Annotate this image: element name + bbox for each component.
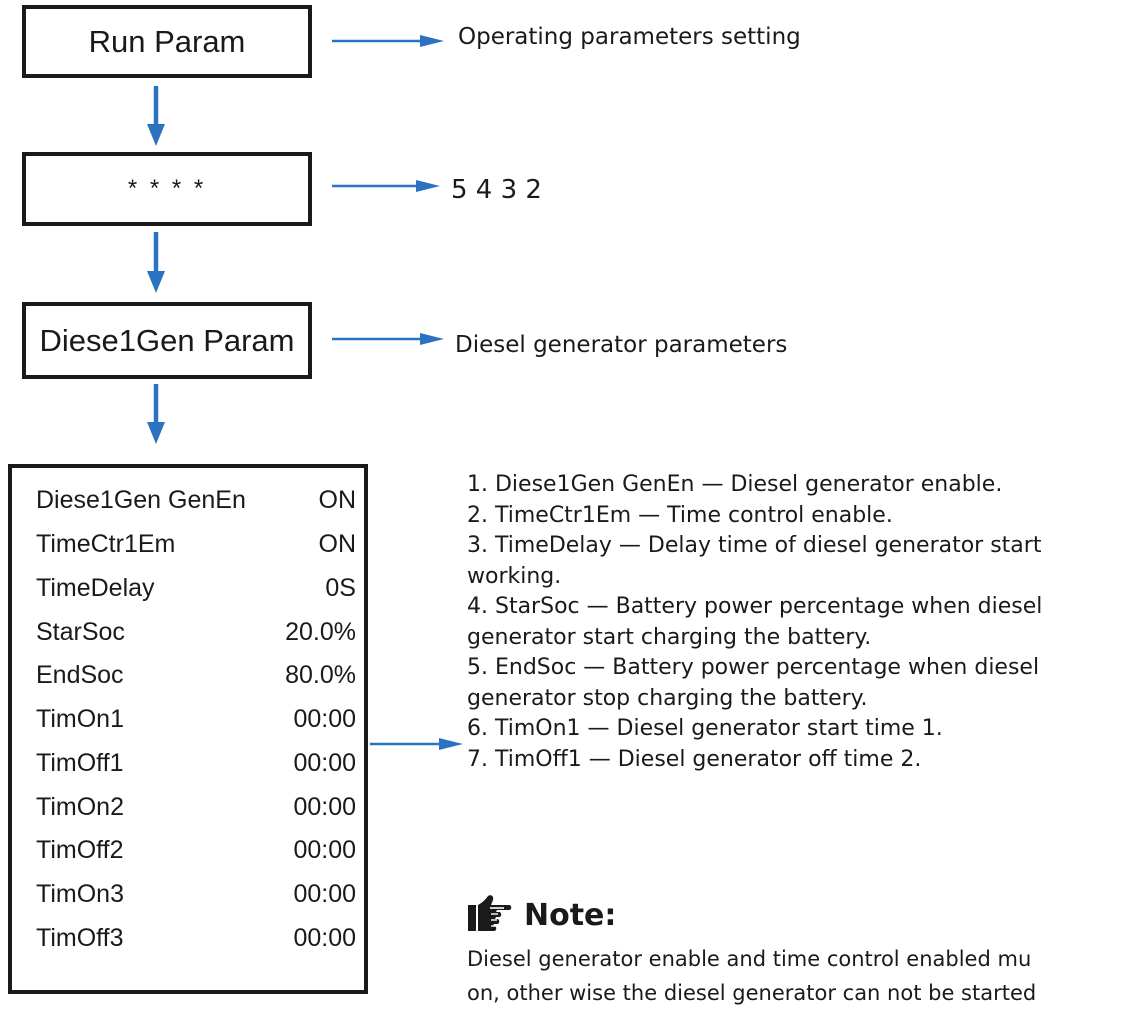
param-row: Diese1Gen GenEn ON xyxy=(36,486,356,526)
note-line: Diesel generator enable and time control… xyxy=(467,947,1032,971)
param-row: TimeCtr1Em ON xyxy=(36,530,356,570)
param-value: 00:00 xyxy=(293,924,356,952)
pointing-hand-icon xyxy=(468,895,512,931)
description-line: 7. TimOff1 — Diesel generator off time 2… xyxy=(467,746,922,772)
arrow-down-2-head xyxy=(147,271,165,293)
param-name: TimOff1 xyxy=(36,749,124,777)
param-name: TimOff2 xyxy=(36,836,124,864)
run-param-label: Operating parameters setting xyxy=(458,24,801,50)
param-value: 00:00 xyxy=(293,793,356,821)
arrow-down-3-head xyxy=(147,422,165,444)
run-param-text: Run Param xyxy=(88,23,246,59)
description-line: 4. StarSoc — Battery power percentage wh… xyxy=(467,594,1043,619)
param-row: TimOn1 00:00 xyxy=(36,705,356,745)
description-line: generator stop charging the battery. xyxy=(467,685,868,711)
note-text: Diesel generator enable and time control… xyxy=(467,942,1145,1010)
password-label: 5 4 3 2 xyxy=(451,175,542,205)
param-value: 00:00 xyxy=(293,836,356,864)
param-value: 0S xyxy=(325,574,356,602)
param-value: 80.0% xyxy=(285,661,356,689)
run-param-box: Run Param xyxy=(22,5,312,78)
param-row: TimOff2 00:00 xyxy=(36,836,356,876)
param-name: TimOff3 xyxy=(36,924,124,952)
param-row: TimOn3 00:00 xyxy=(36,880,356,920)
description-line: 6. TimOn1 — Diesel generator start time … xyxy=(467,716,943,741)
param-name: TimeCtr1Em xyxy=(36,530,176,558)
description-line: 2. TimeCtr1Em — Time control enable. xyxy=(467,502,893,528)
param-row: StarSoc 20.0% xyxy=(36,618,356,658)
description-list: 1. Diese1Gen GenEn — Diesel generator en… xyxy=(467,470,1145,775)
param-value: ON xyxy=(318,486,357,514)
param-value: ON xyxy=(318,530,357,558)
param-row: TimOff1 00:00 xyxy=(36,749,356,789)
arrow-down-1-head xyxy=(147,124,165,146)
note-line: on, other wise the diesel generator can … xyxy=(467,981,1037,1005)
param-name: StarSoc xyxy=(36,618,125,646)
arrow-run-head xyxy=(420,35,444,47)
param-row: EndSoc 80.0% xyxy=(36,661,356,701)
password-box: * * * * xyxy=(22,152,312,226)
description-line: working. xyxy=(467,563,562,589)
param-name: Diese1Gen GenEn xyxy=(36,486,246,514)
param-name: TimeDelay xyxy=(36,574,155,602)
param-value: 00:00 xyxy=(293,705,356,733)
password-text: * * * * xyxy=(127,175,207,202)
arrow-diesel-head xyxy=(420,333,444,345)
description-line: 1. Diese1Gen GenEn — Diesel generator en… xyxy=(467,472,1003,497)
note-title: Note: xyxy=(524,897,617,933)
param-row: TimOn2 00:00 xyxy=(36,793,356,833)
param-name: TimOn2 xyxy=(36,793,124,821)
diesel-gen-param-box: Diese1Gen Param xyxy=(22,302,312,379)
description-line: 3. TimeDelay — Delay time of diesel gene… xyxy=(467,533,1042,558)
param-value: 00:00 xyxy=(293,749,356,777)
arrow-params-head xyxy=(439,738,463,750)
param-row: TimeDelay 0S xyxy=(36,574,356,614)
arrow-password-head xyxy=(416,180,440,192)
description-line: 5. EndSoc — Battery power percentage whe… xyxy=(467,655,1040,680)
param-name: EndSoc xyxy=(36,661,124,689)
param-value: 00:00 xyxy=(293,880,356,908)
diesel-gen-param-text: Diese1Gen Param xyxy=(39,322,295,358)
description-line: generator start charging the battery. xyxy=(467,624,872,650)
note-header: Note: xyxy=(466,895,616,935)
param-name: TimOn1 xyxy=(36,705,124,733)
param-name: TimOn3 xyxy=(36,880,124,908)
diesel-gen-param-label: Diesel generator parameters xyxy=(455,332,788,358)
param-value: 20.0% xyxy=(285,618,356,646)
param-row: TimOff3 00:00 xyxy=(36,924,356,964)
